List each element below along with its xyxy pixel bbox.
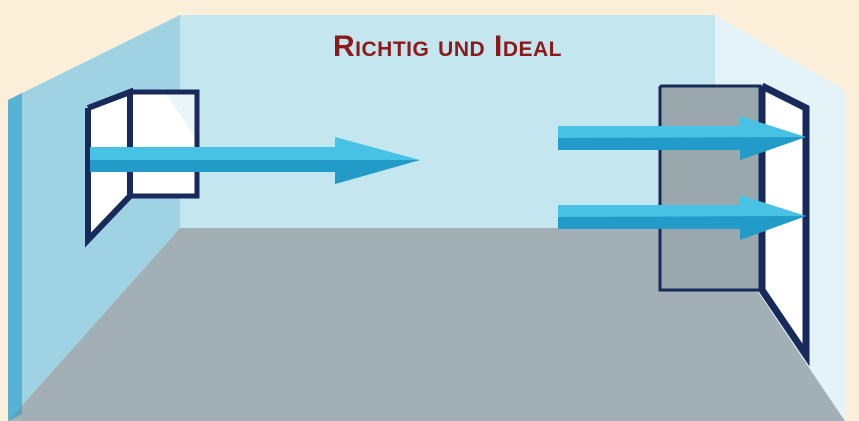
airflow-arrow-icon — [558, 195, 806, 240]
airflow-arrow-icon — [90, 137, 420, 184]
left-wall-edge — [8, 93, 22, 421]
floor — [8, 228, 845, 421]
page-title: Richtig und Ideal — [333, 30, 562, 63]
airflow-arrow-icon — [558, 116, 806, 160]
back-wall — [180, 15, 715, 228]
